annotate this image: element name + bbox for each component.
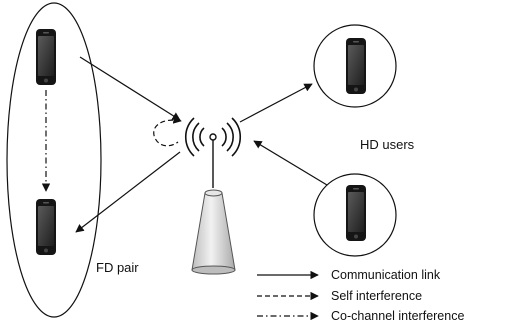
- hd-phone-top-icon: [346, 38, 366, 94]
- uplink-hd-arrow: [253, 140, 328, 186]
- hd-user-circle-bottom: [313, 173, 397, 257]
- base-station-icon: [185, 117, 241, 275]
- hd-user-circle-top: [313, 24, 397, 108]
- downlink-hd-arrow: [239, 83, 313, 123]
- fd-pair-label: FD pair: [96, 260, 139, 275]
- downlink-fd-arrow: [75, 151, 181, 233]
- self-interference-loop: [153, 115, 182, 147]
- legend-self-interference-label: Self interference: [331, 289, 422, 303]
- hd-phone-bottom-icon: [346, 185, 366, 241]
- legend: Communication link Self interference Co-…: [257, 268, 464, 323]
- fd-pair-ellipse: [6, 2, 102, 318]
- legend-co-channel-interference-label: Co-channel interference: [331, 309, 464, 323]
- hd-users-label: HD users: [360, 137, 415, 152]
- fd-phone-top-icon: [36, 29, 56, 85]
- uplink-fd-arrow: [79, 56, 181, 121]
- legend-communication-link-label: Communication link: [331, 268, 441, 282]
- fd-phone-bottom-icon: [36, 199, 56, 255]
